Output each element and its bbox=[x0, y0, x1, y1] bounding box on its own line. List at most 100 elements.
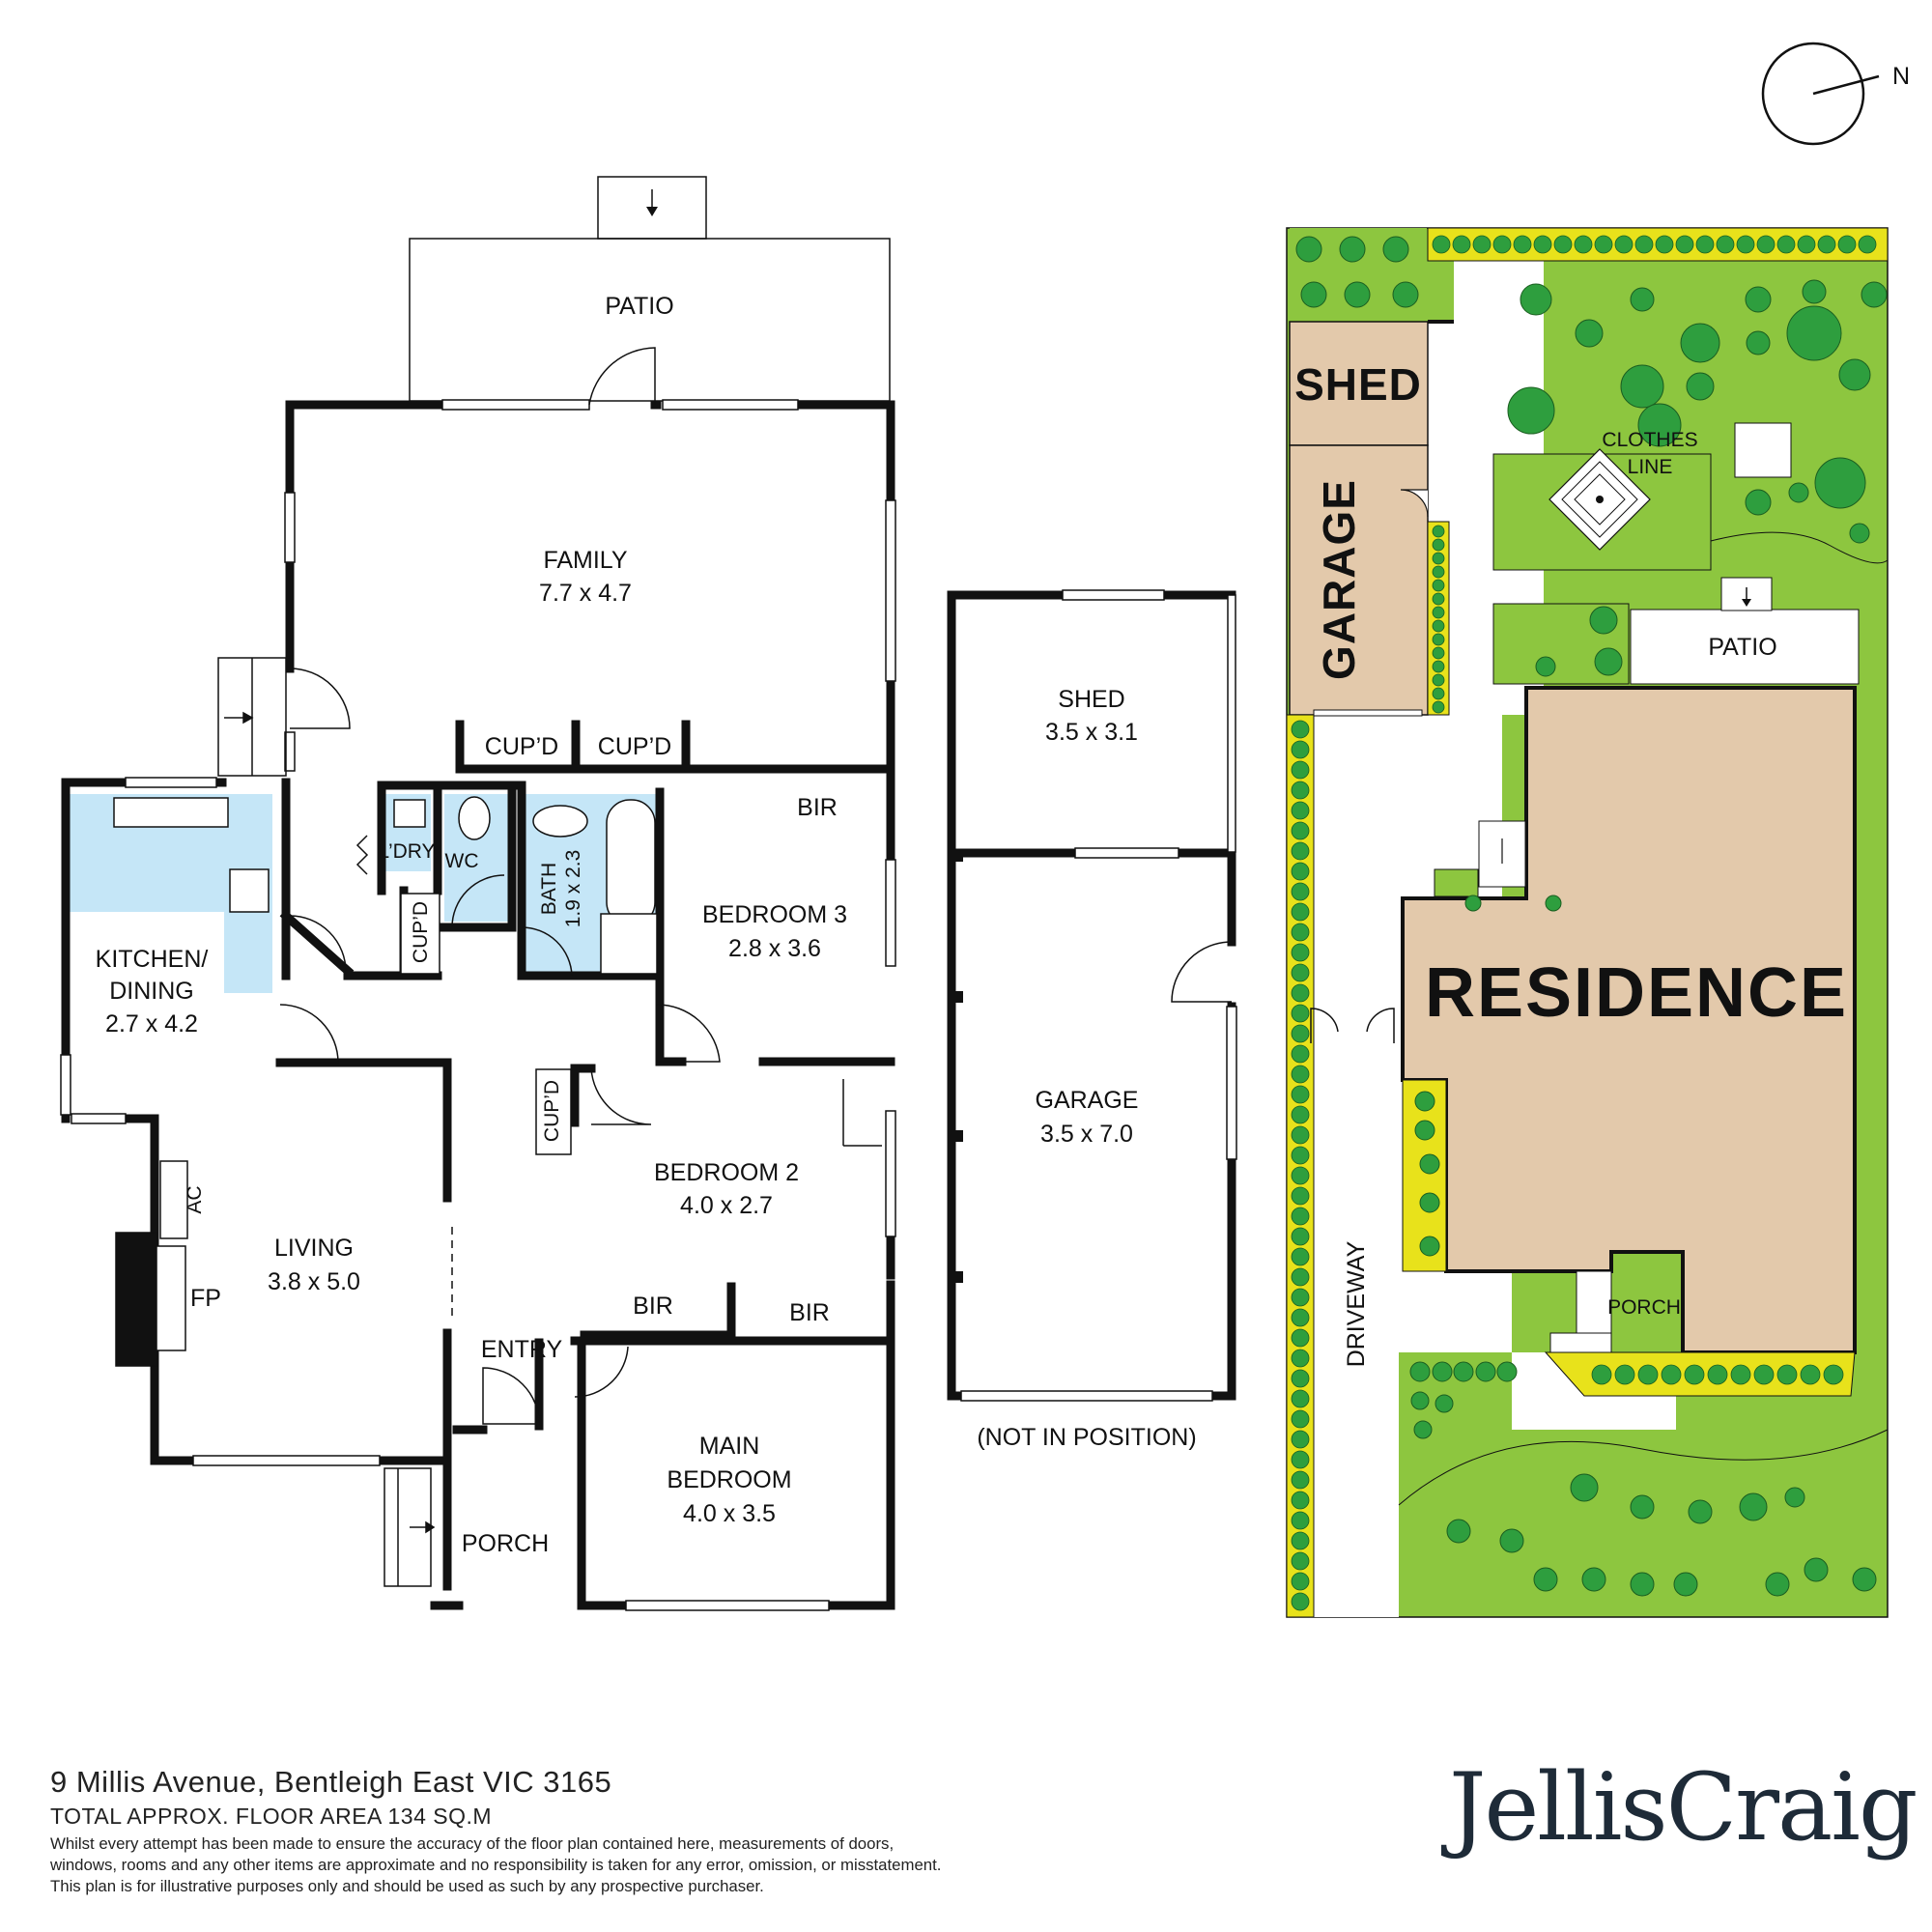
tree-icon bbox=[1746, 330, 1771, 355]
tree-icon bbox=[1788, 482, 1809, 503]
door-family-patio bbox=[588, 347, 656, 406]
label-garage: GARAGE bbox=[1036, 1087, 1139, 1114]
site-label-porch: PORCH bbox=[1607, 1296, 1681, 1319]
window-side-door bbox=[284, 731, 296, 772]
tree-icon bbox=[1630, 1494, 1655, 1520]
garage-window-side bbox=[1226, 1006, 1237, 1160]
label-shed: SHED bbox=[1058, 686, 1124, 713]
label-bedroom2-dims: 4.0 x 2.7 bbox=[680, 1192, 773, 1219]
hedge-shrub-icon bbox=[1513, 235, 1532, 254]
hedge-shrub-icon bbox=[1291, 943, 1310, 962]
label-family: FAMILY bbox=[543, 547, 627, 574]
hedge-shrub-icon bbox=[1614, 235, 1634, 254]
hedge-shrub-icon bbox=[1291, 1491, 1310, 1510]
hedge-shrub-icon bbox=[1291, 1125, 1310, 1145]
window-family-left bbox=[284, 492, 296, 563]
label-bedroom3: BEDROOM 3 bbox=[702, 901, 847, 928]
compass: N bbox=[1761, 42, 1910, 146]
hedge-shrub-icon bbox=[1684, 1364, 1705, 1385]
hedge-shrub-icon bbox=[1797, 235, 1816, 254]
hedge-shrub-icon bbox=[1776, 235, 1796, 254]
hedge-shrub-icon bbox=[1432, 565, 1445, 579]
label-laundry: L’DRY bbox=[378, 840, 435, 863]
hedge-shrub-icon bbox=[1452, 235, 1471, 254]
door-side bbox=[289, 668, 351, 729]
site-label-patio: PATIO bbox=[1708, 634, 1776, 661]
label-main-bedroom-dims: 4.0 x 3.5 bbox=[683, 1500, 776, 1527]
hedge-shrub-icon bbox=[1291, 1004, 1310, 1023]
hedge-shrub-icon bbox=[1291, 781, 1310, 800]
tree-icon bbox=[1339, 236, 1366, 263]
label-wc: WC bbox=[445, 850, 479, 872]
tree-icon bbox=[1414, 1120, 1435, 1141]
window-main-bedroom bbox=[625, 1600, 830, 1611]
hedge-shrub-icon bbox=[1837, 235, 1857, 254]
door-kitchen bbox=[289, 915, 347, 973]
tree-icon bbox=[1849, 523, 1870, 544]
tree-icon bbox=[1392, 281, 1419, 308]
tree-icon bbox=[1745, 489, 1772, 516]
site-label-clothes-2: LINE bbox=[1628, 456, 1673, 478]
tree-icon bbox=[1686, 372, 1715, 401]
disclaimer-line: Whilst every attempt has been made to en… bbox=[50, 1834, 895, 1853]
hedge-shrub-icon bbox=[1432, 633, 1445, 646]
door-wc bbox=[451, 874, 505, 928]
label-main-bedroom-1: MAIN bbox=[699, 1433, 760, 1460]
outbuildings: SHED 3.5 x 3.1 GARAGE 3.5 x 7.0 (NOT IN … bbox=[947, 589, 1237, 1451]
hedge-shrub-icon bbox=[1432, 538, 1445, 552]
window-living-bottom bbox=[192, 1455, 381, 1466]
tree-icon bbox=[1533, 1567, 1558, 1592]
site-shed bbox=[1289, 321, 1429, 446]
hedge-shrub-icon bbox=[1291, 963, 1310, 982]
hedge-shrub-icon bbox=[1753, 1364, 1775, 1385]
hedge-shrub-icon bbox=[1533, 235, 1552, 254]
walls bbox=[61, 400, 895, 1610]
hedge-shrub-icon bbox=[1594, 235, 1613, 254]
hedge-shrub-icon bbox=[1291, 760, 1310, 780]
label-not-in-position: (NOT IN POSITION) bbox=[977, 1424, 1196, 1451]
hedge-shrub-icon bbox=[1291, 1572, 1310, 1591]
brand-logo: JellisCraig bbox=[1449, 1753, 1918, 1861]
tree-icon bbox=[1344, 281, 1371, 308]
hedge-shrub-icon bbox=[1291, 1328, 1310, 1348]
tree-icon bbox=[1453, 1361, 1474, 1382]
patio-step-arrowhead bbox=[646, 207, 658, 216]
site-label-garage: GARAGE bbox=[1314, 479, 1364, 680]
label-garage-dims: 3.5 x 7.0 bbox=[1040, 1121, 1133, 1148]
disclaimer-line: windows, rooms and any other items are a… bbox=[50, 1856, 942, 1874]
tree-icon bbox=[1581, 1567, 1606, 1592]
hedge-shrub-icon bbox=[1432, 619, 1445, 633]
door-bedroom2 bbox=[590, 1067, 652, 1125]
site-label-driveway: DRIVEWAY bbox=[1343, 1240, 1370, 1367]
kitchen-side-bench bbox=[224, 840, 272, 993]
tree-icon bbox=[1446, 1519, 1471, 1544]
hedge-shrub-icon bbox=[1291, 1267, 1310, 1287]
kitchen-cooktop bbox=[229, 868, 270, 913]
tree-icon bbox=[1802, 279, 1827, 304]
hedge-shrub-icon bbox=[1291, 821, 1310, 840]
label-shed-dims: 3.5 x 3.1 bbox=[1045, 719, 1138, 746]
tree-icon bbox=[1765, 1572, 1790, 1597]
label-living-dims: 3.8 x 5.0 bbox=[268, 1268, 360, 1295]
label-bedroom2: BEDROOM 2 bbox=[654, 1159, 799, 1186]
toilet bbox=[458, 796, 491, 840]
hedge-shrub-icon bbox=[1291, 923, 1310, 942]
cupboard-kitchen bbox=[400, 893, 440, 975]
window-family-right bbox=[885, 499, 896, 682]
hedge-shrub-icon bbox=[1291, 1430, 1310, 1449]
tree-icon bbox=[1745, 286, 1772, 313]
hedge-shrub-icon bbox=[1661, 1364, 1682, 1385]
window-bedroom3 bbox=[885, 859, 896, 967]
label-ac: AC bbox=[184, 1185, 206, 1213]
hedge-shrub-icon bbox=[1291, 1389, 1310, 1408]
patio-outline bbox=[409, 238, 891, 402]
tree-icon bbox=[1382, 236, 1409, 263]
hedge-shrub-icon bbox=[1291, 1085, 1310, 1104]
tree-icon bbox=[1838, 358, 1871, 391]
hedge-shrub-icon bbox=[1574, 235, 1593, 254]
hedge-shrub-icon bbox=[1291, 1531, 1310, 1550]
hedge-shrub-icon bbox=[1291, 841, 1310, 861]
tree-icon bbox=[1861, 281, 1888, 308]
site-plan: SHED GARAGE CLOTHES LINE PATIO RESIDENCE… bbox=[1286, 227, 1889, 1618]
hedge-shrub-icon bbox=[1432, 592, 1445, 606]
